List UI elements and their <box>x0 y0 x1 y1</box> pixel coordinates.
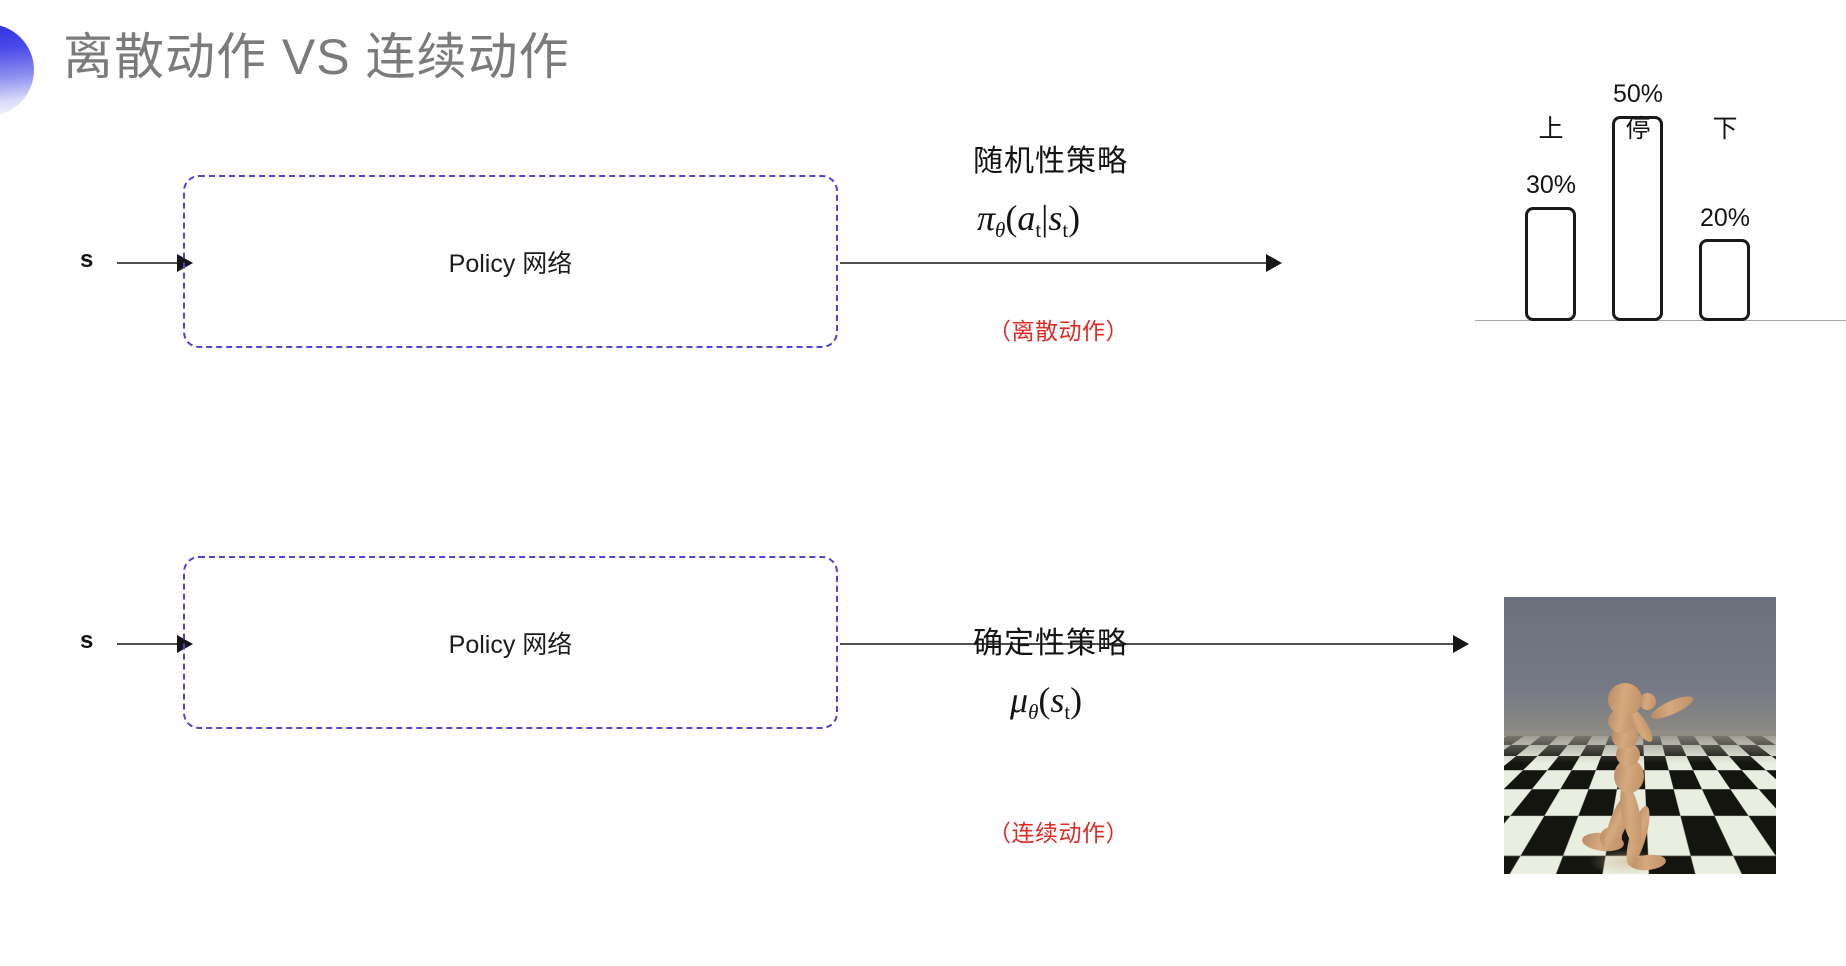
bar-group-2: 20% 下 <box>1685 95 1765 321</box>
input-arrow-head-continuous <box>177 635 193 653</box>
output-arrow-head-continuous <box>1453 635 1469 653</box>
note-discrete-action: （离散动作） <box>988 318 1129 344</box>
formula-subscript-theta: θ <box>995 218 1006 243</box>
formula-deterministic-policy: μθ(st) <box>1010 679 1083 725</box>
bar-rect-2 <box>1699 239 1750 321</box>
discrete-action-bar-chart: 30% 上 50% 停 20% 下 <box>1475 80 1846 395</box>
formula-stochastic-policy: πθ(at|st) <box>977 197 1081 243</box>
output-arrow-line-continuous <box>840 643 1460 645</box>
humanoid-fist <box>1639 693 1656 710</box>
input-arrow-line-continuous <box>117 643 184 645</box>
note-continuous-action: （连续动作） <box>988 820 1129 846</box>
formula-subscript-theta-2: θ <box>1028 700 1039 725</box>
title-decoration-icon <box>0 24 34 116</box>
policy-network-label-discrete: Policy 网络 <box>448 249 573 278</box>
input-arrow-head-discrete <box>177 254 193 272</box>
humanoid-head <box>1608 683 1642 716</box>
annotation-title-deterministic: 确定性策略 <box>973 627 1128 660</box>
input-state-label-discrete: s <box>80 246 94 273</box>
bar-value-label-1: 50% <box>1612 80 1664 108</box>
mujoco-humanoid-figure <box>1504 597 1776 874</box>
policy-network-label-continuous: Policy 网络 <box>448 630 573 659</box>
chart-axis-line <box>1475 319 1846 321</box>
bar-rect-0 <box>1525 207 1576 321</box>
bar-category-label-0: 上 <box>1538 115 1564 143</box>
bar-category-label-1: 停 <box>1625 115 1651 143</box>
bar-group-0: 30% 上 <box>1511 95 1591 321</box>
bar-value-label-2: 20% <box>1699 204 1751 232</box>
input-arrow-line-discrete <box>117 262 184 264</box>
output-arrow-head-discrete <box>1266 254 1282 272</box>
bar-category-label-2: 下 <box>1712 115 1738 143</box>
bar-group-1: 50% 停 <box>1598 80 1678 321</box>
annotation-title-stochastic: 随机性策略 <box>973 145 1128 178</box>
bar-rect-1 <box>1612 116 1663 321</box>
formula-symbol-mu: μ <box>1010 680 1029 720</box>
formula-symbol-pi: π <box>977 198 996 238</box>
policy-network-box-continuous[interactable]: Policy 网络 <box>183 556 838 729</box>
policy-network-box-discrete[interactable]: Policy 网络 <box>183 175 838 348</box>
input-state-label-continuous: s <box>80 627 94 654</box>
formula-args-deterministic: (st) <box>1038 680 1083 725</box>
page-title: 离散动作 VS 连续动作 <box>63 29 570 85</box>
output-arrow-line-discrete <box>840 262 1273 264</box>
bar-value-label-0: 30% <box>1525 171 1577 199</box>
formula-args-stochastic: (at|st) <box>1005 198 1081 243</box>
